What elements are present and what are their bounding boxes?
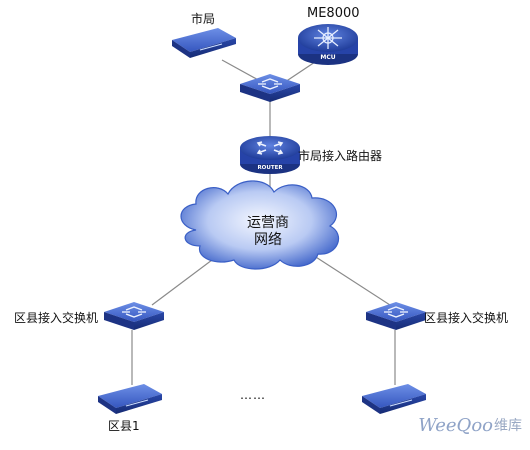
mcu-badge: MCU xyxy=(320,54,335,61)
watermark: WeeQoo 维库 xyxy=(418,410,522,440)
cloud-label: 运营商 网络 xyxy=(228,215,308,249)
district1-label: 区县1 xyxy=(108,419,140,433)
ellipsis-label: …… xyxy=(240,388,266,402)
right-district-terminal-icon xyxy=(362,384,426,414)
right-district-switch-icon xyxy=(366,302,426,330)
router-label: 市局接入路由器 xyxy=(298,149,383,163)
city-switch-icon xyxy=(240,74,300,102)
watermark-brand-latin: WeeQoo xyxy=(418,414,493,436)
city-bureau-label: 市局 xyxy=(191,12,216,26)
link-mcu-switch xyxy=(284,59,319,83)
left-switch-label: 区县接入交换机 xyxy=(14,311,99,325)
link-cloud-right-switch xyxy=(304,249,391,306)
mcu-device-icon: MCU xyxy=(298,24,358,65)
router-icon: ROUTER xyxy=(240,136,300,174)
right-switch-label: 区县接入交换机 xyxy=(424,311,509,325)
watermark-brand-cn: 维库 xyxy=(494,418,522,434)
cloud-label-line2: 网络 xyxy=(254,232,282,248)
district1-terminal-icon xyxy=(98,384,162,414)
router-badge: ROUTER xyxy=(257,165,283,171)
left-district-switch-icon xyxy=(104,302,164,330)
cloud-label-line1: 运营商 xyxy=(247,215,289,231)
carrier-network-cloud-icon xyxy=(180,180,340,270)
mcu-name-label: ME8000 xyxy=(307,6,360,21)
city-bureau-server-icon xyxy=(172,28,236,58)
link-citybureau-switch xyxy=(221,59,263,83)
